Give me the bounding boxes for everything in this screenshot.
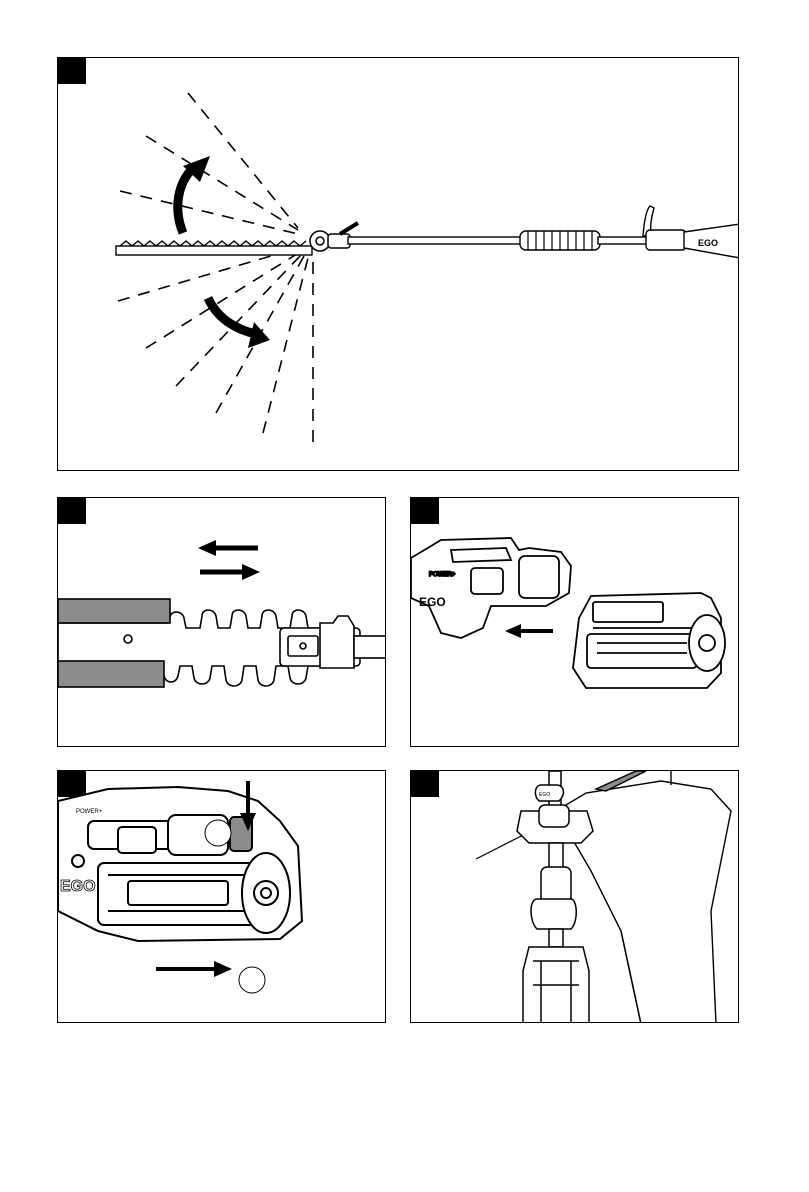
figure-panel-4: EGO POWER+ [57, 770, 386, 1023]
blade-sheath-illustration [58, 498, 386, 747]
brand-large-label: EGO [60, 878, 96, 895]
move-left-arrow-icon [198, 540, 258, 556]
pole-trimmer-illustration: EGO [58, 58, 739, 471]
insert-direction-arrow-icon [505, 624, 553, 638]
move-right-arrow-icon [200, 564, 260, 580]
battery-pack [573, 593, 725, 688]
rotate-up-arrow-icon [178, 156, 210, 233]
sheath-top [58, 599, 170, 623]
step-callout-1 [205, 820, 231, 846]
shaft [348, 206, 739, 258]
battery-release-illustration: EGO POWER+ [58, 771, 386, 1023]
cap-label: EGO [539, 792, 550, 798]
brand-large-label: EGO [419, 595, 446, 609]
sheath-bottom [58, 661, 164, 687]
figure-panel-1: EGO [57, 57, 739, 471]
rotate-down-arrow-icon [208, 298, 270, 348]
figure-panel-5: EGO [410, 770, 739, 1023]
cutter-blade [116, 241, 312, 255]
slide-out-arrow-icon [156, 961, 232, 977]
operator-illustration: EGO [411, 771, 739, 1023]
figure-panel-2 [57, 497, 386, 747]
brand-small-label: EGO [698, 238, 718, 248]
angle-indicator-lines [118, 93, 313, 442]
battery-insert-illustration: POWER+ EGO [411, 498, 739, 747]
model-strip-label: POWER+ [76, 809, 103, 815]
figure-panel-3: POWER+ EGO [410, 497, 739, 747]
model-strip-label: POWER+ [429, 572, 456, 578]
step-callout-2 [239, 967, 265, 993]
power-head: POWER+ EGO [411, 538, 571, 638]
